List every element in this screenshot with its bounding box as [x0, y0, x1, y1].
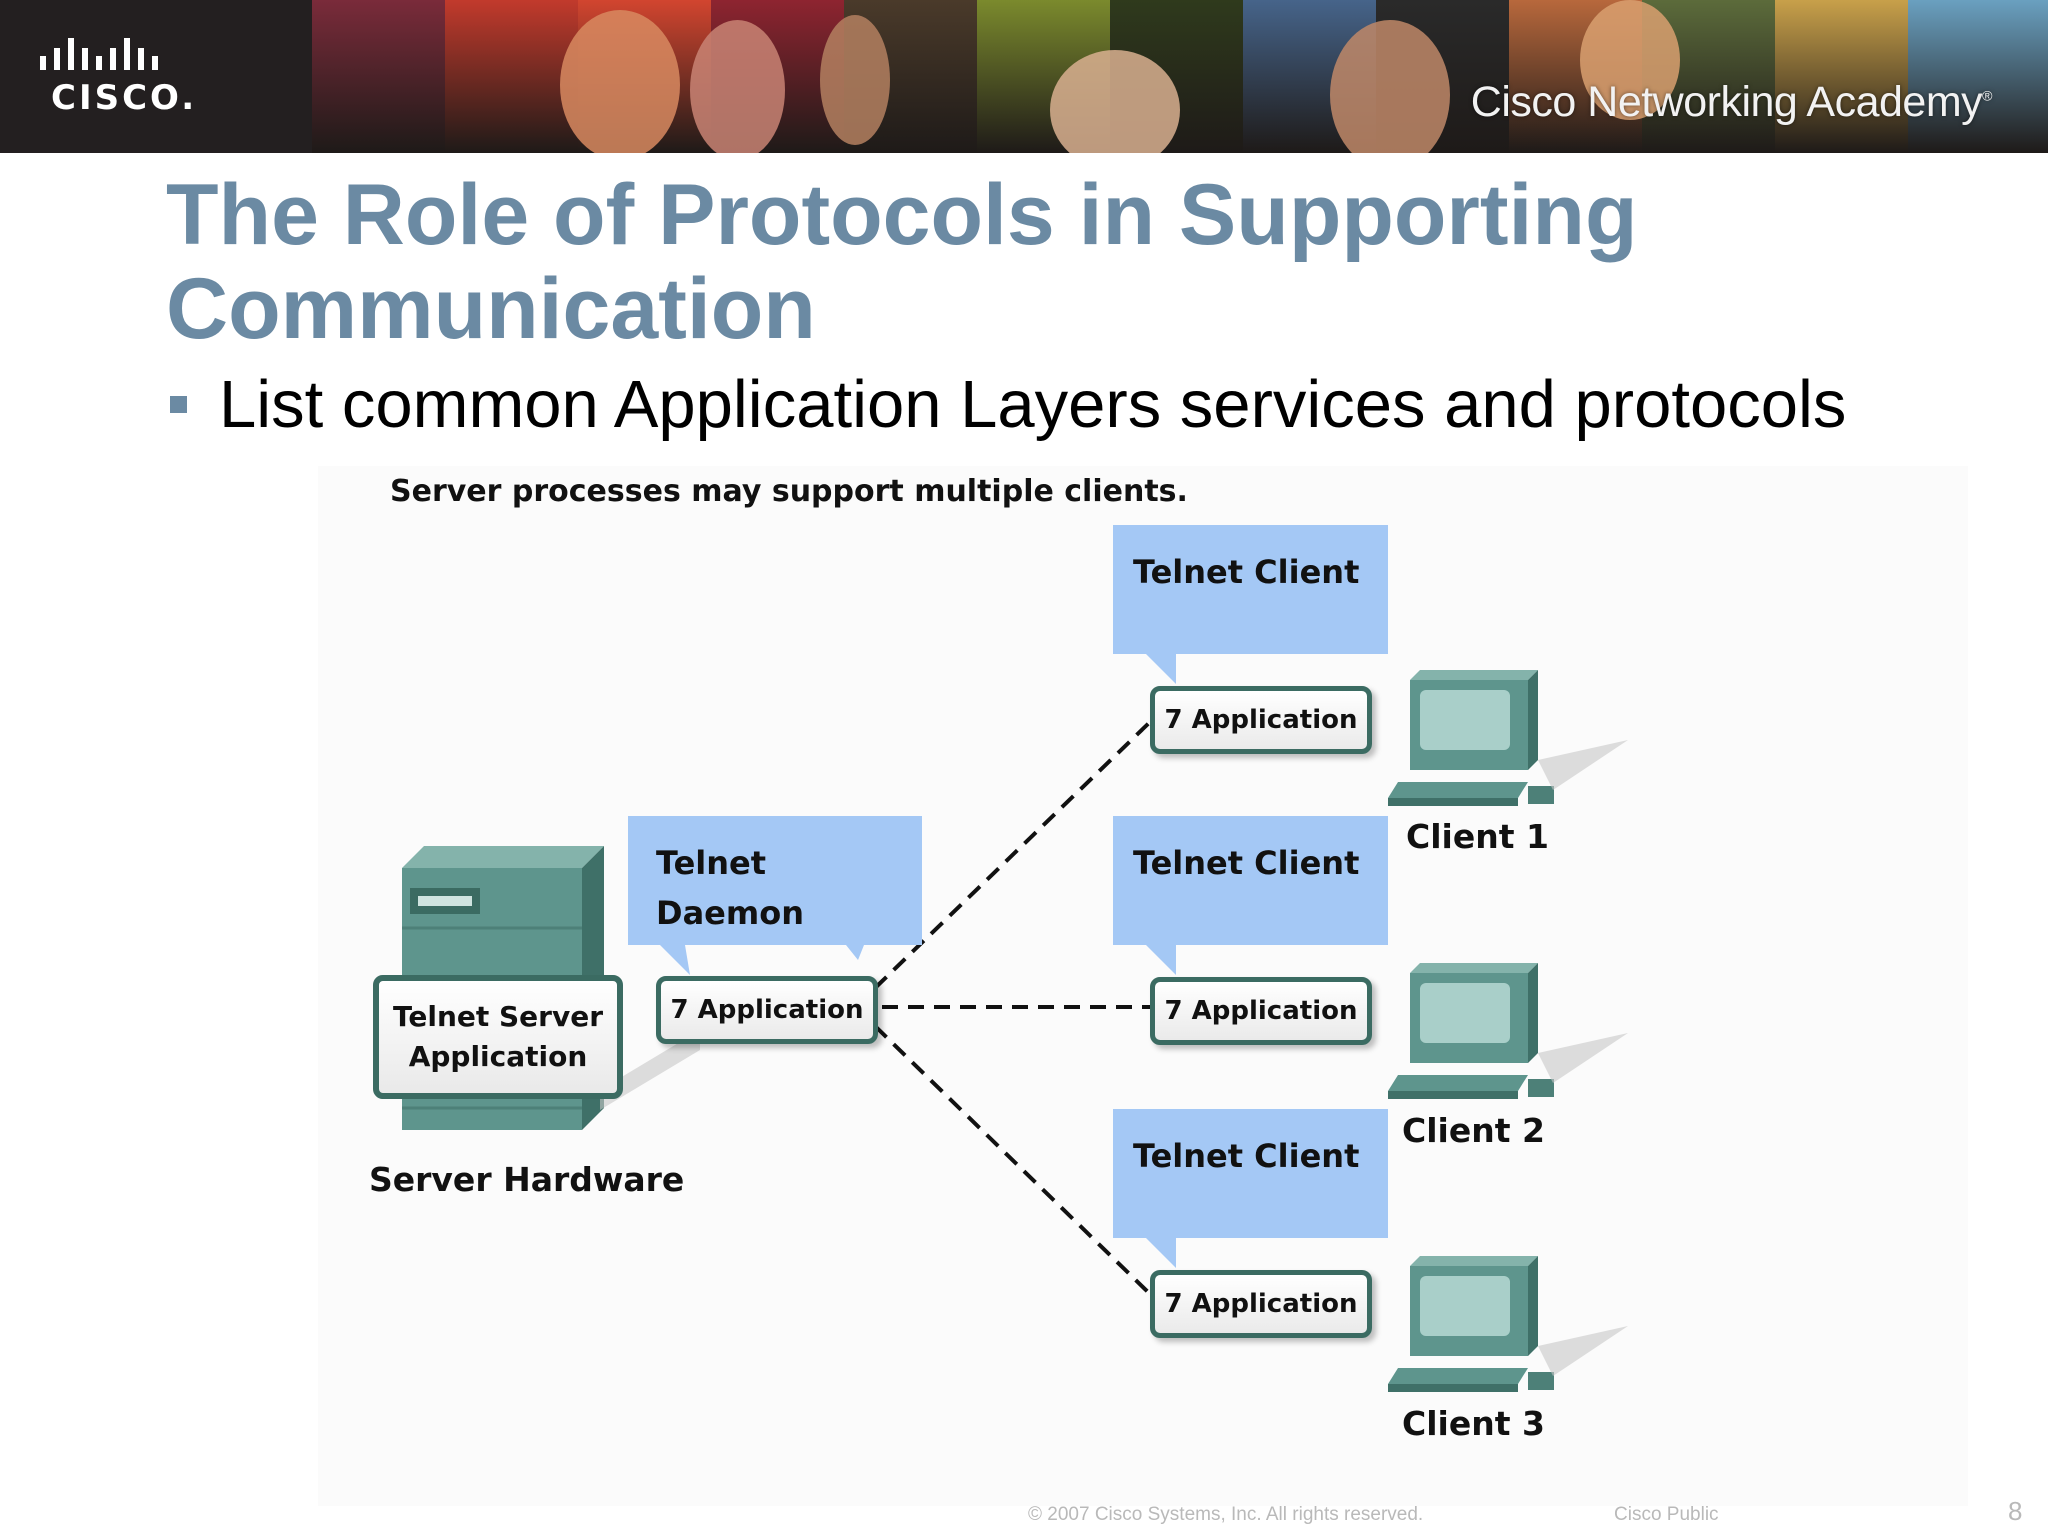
client-3-label: Client 3	[1402, 1404, 1545, 1443]
client-1-computer-icon	[1388, 670, 1628, 806]
academy-title: Cisco Networking Academy®	[1470, 78, 1993, 126]
page-number: 8	[2008, 1496, 2023, 1526]
client-1-bubble-shape	[1113, 525, 1388, 684]
client-2-bubble-shape	[1113, 816, 1388, 975]
client-3-application-layer-box: 7 Application	[1150, 1270, 1372, 1338]
banner-photo-segment	[445, 0, 578, 153]
client-2-application-layer-box: 7 Application	[1150, 977, 1372, 1045]
bullet-text: List common Application Layers services …	[219, 367, 1847, 442]
client-3-bubble-label: Telnet Client	[1133, 1137, 1360, 1175]
banner-photo-segment	[1775, 0, 1908, 153]
banner-photo-segment	[312, 0, 445, 153]
server-hardware-label: Server Hardware	[369, 1160, 685, 1199]
client-1-bubble: Telnet Client	[1113, 525, 1388, 654]
banner-photo-segment	[1908, 0, 2048, 153]
banner-face-shape	[820, 15, 890, 145]
daemon-bubble-shape	[628, 816, 922, 975]
client-3-bubble: Telnet Client	[1113, 1109, 1388, 1238]
footer-copyright: © 2007 Cisco Systems, Inc. All rights re…	[1028, 1504, 1424, 1525]
client-2-label: Client 2	[1402, 1111, 1545, 1150]
banner-face-shape	[1330, 20, 1450, 153]
banner-face-shape	[560, 10, 680, 153]
bullet-point: List common Application Layers services …	[170, 366, 1846, 443]
slide-title: The Role of Protocols in Supporting Comm…	[166, 167, 1638, 357]
client-3-bubble-shape	[1113, 1109, 1388, 1268]
telnet-server-app-box: Telnet Server Application	[373, 975, 623, 1099]
server-application-layer-box: 7 Application	[656, 976, 878, 1044]
diagram-caption: Server processes may support multiple cl…	[390, 474, 1188, 509]
daemon-bubble-label: Telnet Daemon	[656, 844, 804, 932]
header-banner: CISCO. Cisco Networking Academy®	[0, 0, 2048, 153]
client-2-bubble: Telnet Client	[1113, 816, 1388, 945]
banner-face-shape	[690, 20, 785, 153]
bullet-square-icon	[170, 396, 187, 413]
cisco-bars-icon	[40, 38, 158, 70]
client-1-bubble-label: Telnet Client	[1133, 553, 1360, 591]
client-2-bubble-label: Telnet Client	[1133, 844, 1360, 882]
footer-classification: Cisco Public	[1614, 1504, 1719, 1525]
client-1-label: Client 1	[1406, 817, 1549, 856]
daemon-bubble: Telnet Daemon	[628, 816, 922, 945]
connection-line-3	[873, 1024, 1152, 1296]
banner-face-shape	[1050, 50, 1180, 153]
cisco-wordmark: CISCO.	[51, 78, 198, 118]
client-1-application-layer-box: 7 Application	[1150, 686, 1372, 754]
cisco-logo: CISCO.	[0, 0, 312, 153]
banner-face-shape	[1580, 0, 1680, 120]
client-3-computer-icon	[1388, 1256, 1628, 1392]
client-2-computer-icon	[1388, 963, 1628, 1099]
